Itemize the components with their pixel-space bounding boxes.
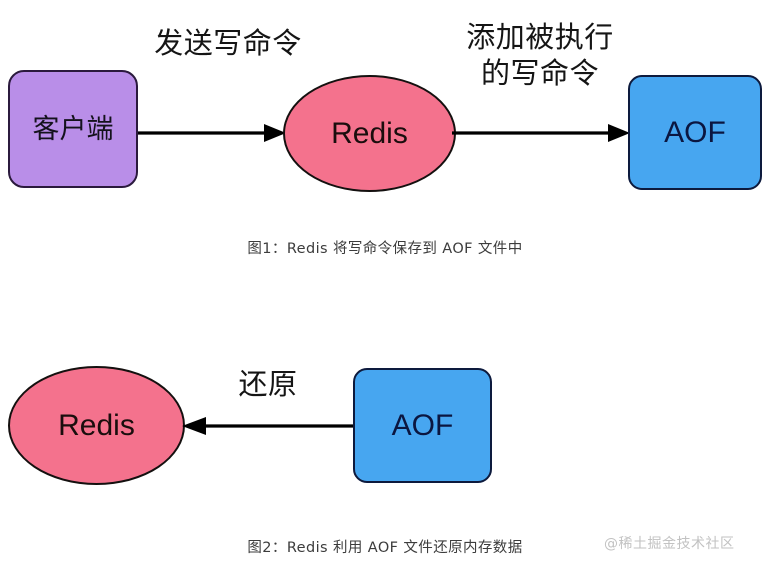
node-aof-1: AOF bbox=[628, 75, 762, 190]
caption-figure-2: 图2：Redis 利用 AOF 文件还原内存数据 bbox=[247, 540, 523, 556]
arrow-client-to-redis bbox=[138, 123, 286, 143]
edge-label-restore: 还原 bbox=[238, 367, 298, 401]
node-aof-2: AOF bbox=[353, 368, 492, 483]
node-redis-1: Redis bbox=[283, 75, 456, 192]
node-client-label: 客户端 bbox=[32, 113, 114, 145]
caption-figure-1: 图1：Redis 将写命令保存到 AOF 文件中 bbox=[247, 241, 523, 257]
arrow-redis-to-aof bbox=[452, 123, 630, 143]
node-client: 客户端 bbox=[8, 70, 138, 188]
edge-label-send-write-command: 发送写命令 bbox=[154, 26, 302, 60]
node-redis-2-label: Redis bbox=[58, 408, 135, 442]
edge-label-append-executed-write-command: 添加被执行 的写命令 bbox=[466, 20, 614, 91]
node-redis-2: Redis bbox=[8, 366, 185, 485]
watermark: @稀土掘金技术社区 bbox=[604, 536, 735, 552]
node-aof-1-label: AOF bbox=[664, 115, 726, 149]
arrow-aof-to-redis bbox=[182, 416, 356, 436]
node-redis-1-label: Redis bbox=[331, 116, 408, 150]
node-aof-2-label: AOF bbox=[391, 408, 454, 442]
